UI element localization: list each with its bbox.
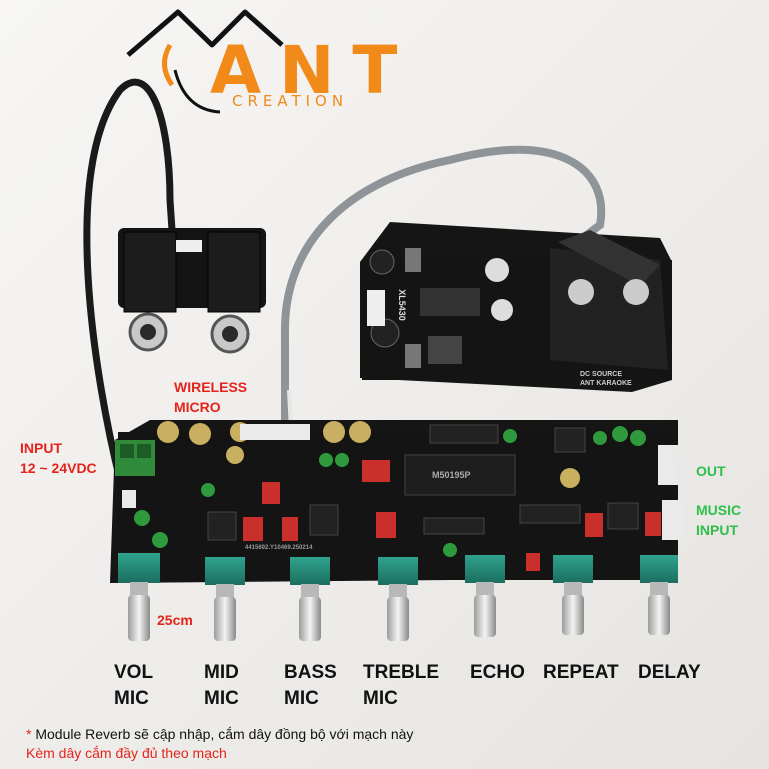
logo-subtitle: CREATION — [232, 92, 349, 110]
note-line-1-text: Module Reverb sẽ cập nhập, cắm dây đồng … — [31, 726, 414, 742]
power-board — [360, 222, 672, 392]
logo-graphic — [126, 9, 284, 114]
knob-row — [118, 553, 678, 641]
xl-chip-text: XL5430 — [396, 289, 407, 321]
knob-label-delay: DELAY — [638, 662, 701, 683]
black-cable — [83, 78, 176, 481]
cable-length-label: 25cm — [157, 612, 193, 628]
note-line-2: Kèm dây cắm đầy đủ theo mạch — [26, 745, 227, 761]
out-label: OUT — [696, 463, 726, 479]
knob-label-repeat: REPEAT — [543, 662, 619, 683]
wireless-micro-label: WIRELESS MICRO — [174, 379, 248, 415]
knob-label-bass-mic: BASS MIC — [284, 662, 337, 709]
knob-label-mid-mic: MID MIC — [204, 662, 239, 709]
input-label: INPUT 12 ~ 24VDC — [20, 440, 97, 476]
board-code-text: 4415692.Y10469.250214 — [245, 545, 313, 551]
note-line-1: * Module Reverb sẽ cập nhập, cắm dây đồn… — [26, 726, 413, 742]
logo-name: ANT — [210, 32, 416, 109]
main-chip-text: M50195P — [432, 470, 471, 480]
note-star: * — [26, 726, 32, 742]
knob-label-vol-mic: VOL MIC — [114, 662, 154, 709]
knob-label-echo: ECHO — [470, 662, 525, 683]
grey-cable — [281, 145, 606, 425]
dc-source-text: DC SOURCE ANT KARAOKE — [580, 371, 632, 387]
jack-board — [118, 228, 266, 354]
music-input-label: MUSIC INPUT — [696, 502, 742, 538]
knob-label-treble-mic: TREBLE MIC — [363, 662, 439, 709]
main-board — [110, 420, 682, 583]
